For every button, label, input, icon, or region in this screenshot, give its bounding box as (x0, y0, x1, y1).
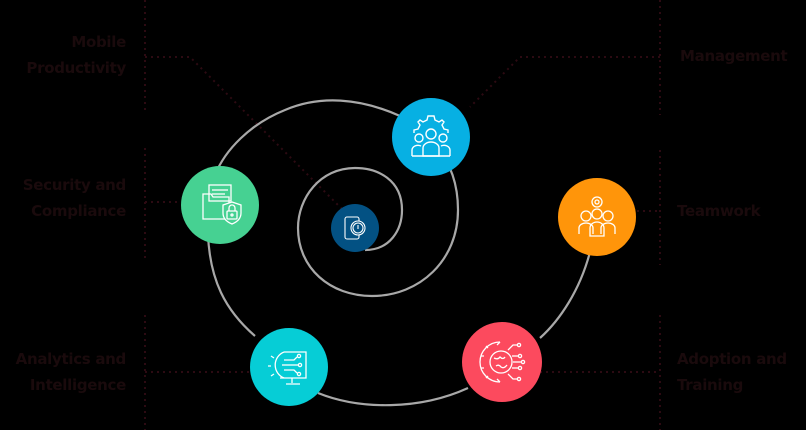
gear-team-icon (411, 115, 451, 157)
node-analytics-intelligence[interactable] (250, 328, 328, 406)
spiral-path (206, 99, 592, 407)
node-teamwork[interactable] (558, 178, 636, 256)
monitor-gear-circuit-icon (268, 351, 307, 385)
label-adoption-training: Adoption and Training (677, 350, 787, 394)
label-security-compliance: Security and Compliance (22, 176, 127, 220)
team-gear-icon (578, 196, 616, 237)
node-security-compliance[interactable] (181, 166, 259, 244)
globe-gear-network-icon (479, 341, 526, 383)
label-teamwork: Teamwork (677, 202, 761, 220)
center-node (331, 204, 379, 252)
label-management: Management (680, 47, 788, 65)
folder-shield-lock-icon (202, 184, 242, 225)
smartphone-watch-icon (344, 216, 366, 240)
label-mobile-productivity: Mobile Productivity (26, 33, 126, 77)
node-management[interactable] (392, 98, 470, 176)
guide-lines (144, 0, 661, 430)
label-analytics-intelligence: Analytics and Intelligence (15, 350, 127, 394)
node-adoption-training[interactable] (462, 322, 542, 402)
